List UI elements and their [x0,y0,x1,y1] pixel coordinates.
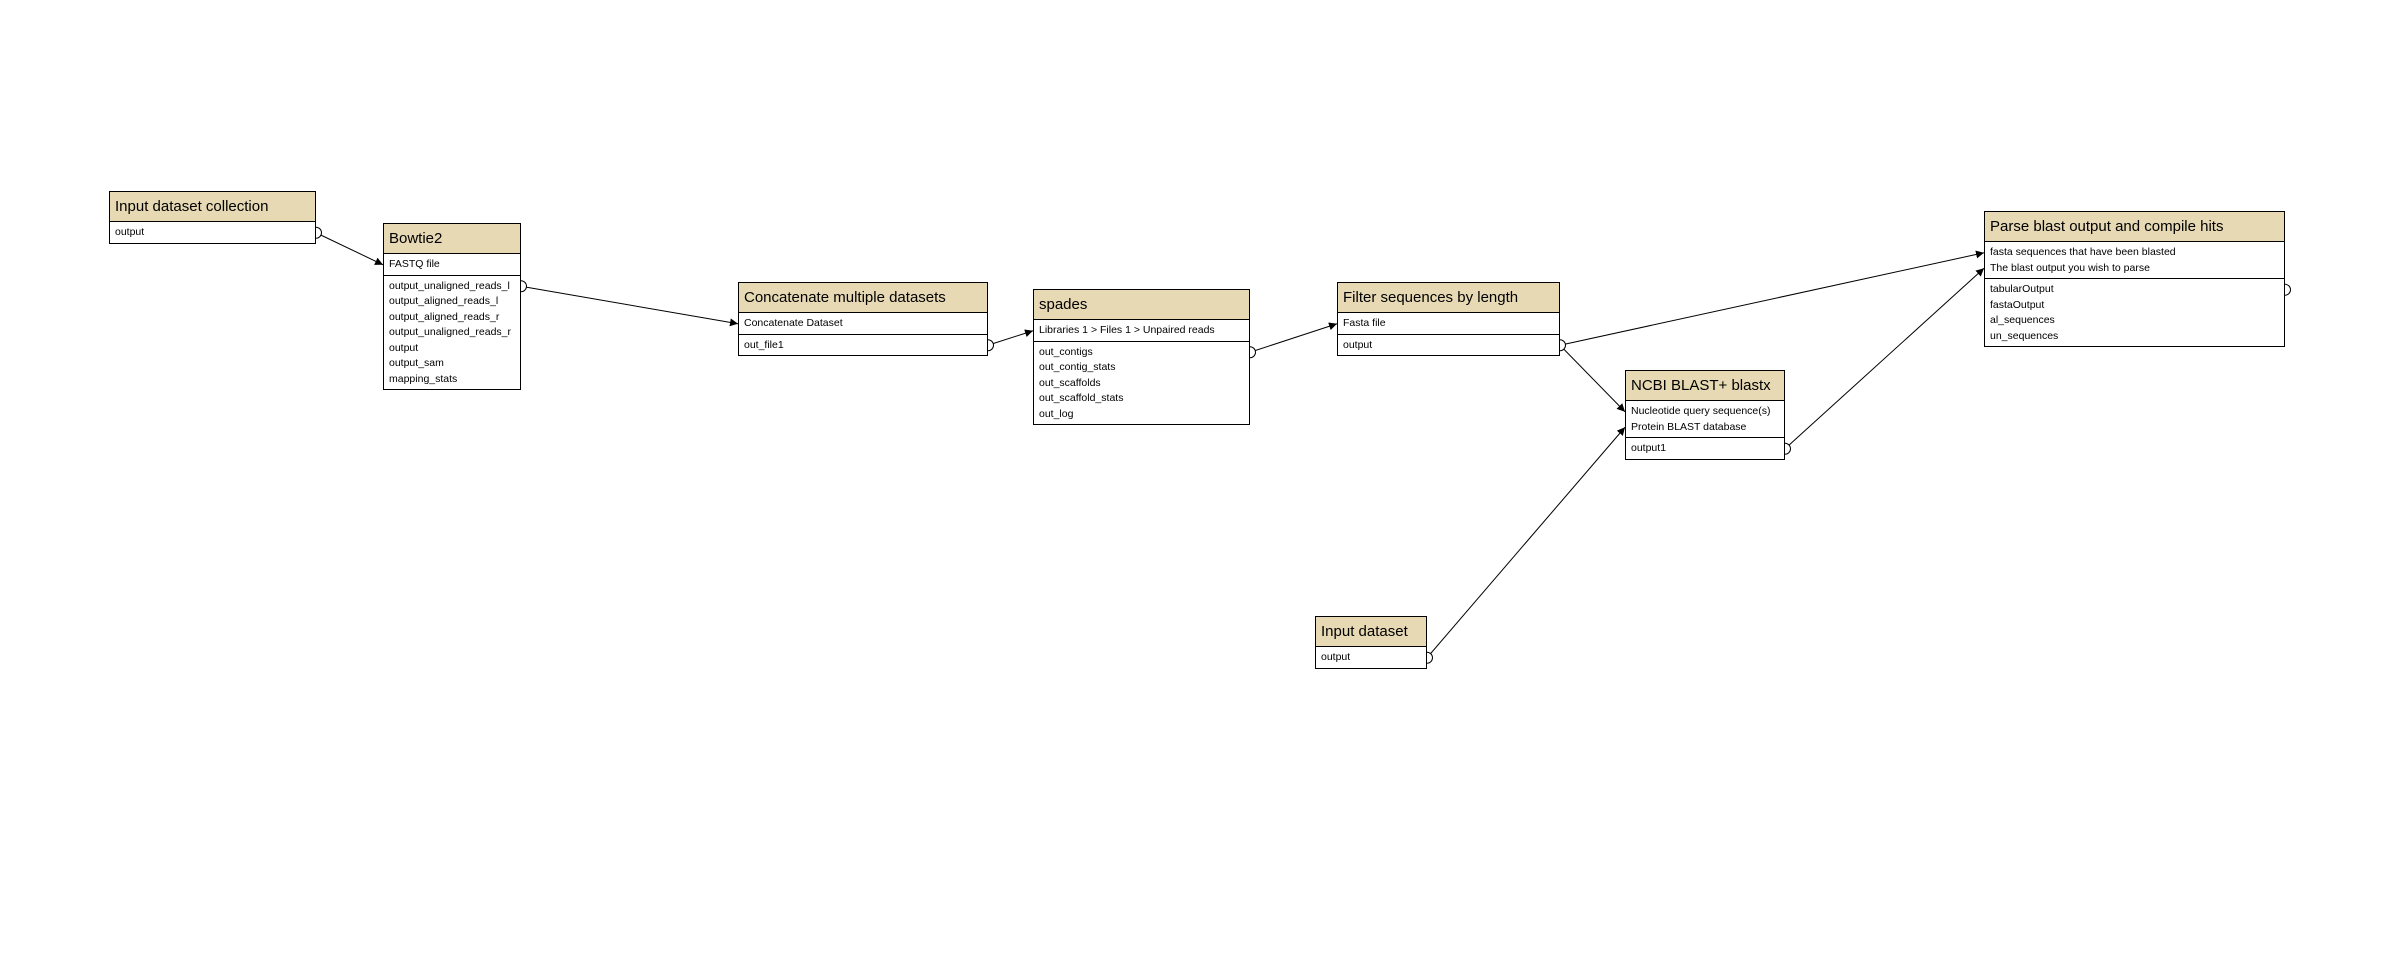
input-terminal-label: FASTQ file [389,258,440,270]
connection-bowtie2-to-concatenate [520,285,739,327]
node-outputs: output [110,222,315,243]
connection-filter-to-blastx [1559,344,1626,413]
node-outputs: output [1338,333,1559,356]
node-title[interactable]: NCBI BLAST+ blastx [1626,371,1784,401]
output-terminal-label: output [1321,651,1351,663]
output-terminal-label: al_sequences [1990,314,2055,326]
connection-concatenate-to-spades [987,329,1034,346]
node-input-collection[interactable]: Input dataset collection output [109,191,316,244]
output-terminal-label: output_unaligned_reads_r [389,326,512,338]
output-terminal-label: output1 [1631,442,1667,454]
output-terminal-label: out_scaffold_stats [1039,392,1124,404]
output-terminal-label: output [389,341,419,354]
node-outputs: tabularOutput fastaOutput al_sequences un_s… [1985,278,2284,346]
output-terminal-label: output [115,226,145,238]
output-terminal-label: output [1343,338,1373,351]
node-input-dataset[interactable]: Input dataset output [1315,616,1427,669]
input-terminal-label: fasta sequences that have been blasted [1990,246,2176,258]
output-terminal-label: output_aligned_reads_r [389,310,500,323]
output-terminal-label: mapping_stats [389,372,458,385]
input-terminal-label: Protein BLAST database [1631,420,1747,433]
input-terminal-label: Concatenate Dataset [744,317,843,329]
node-inputs: Concatenate Dataset [739,313,987,334]
node-inputs: Fasta file [1338,313,1559,334]
connection-spades-to-filter [1249,322,1338,353]
output-terminal-label: out_contigs [1039,345,1093,358]
node-inputs: FASTQ file [384,254,520,275]
node-title[interactable]: spades [1034,290,1249,320]
output-terminal-label: un_sequences [1990,329,2059,342]
connection-blastx-to-parse-blast [1784,267,1985,450]
node-title[interactable]: Concatenate multiple datasets [739,283,987,313]
node-title[interactable]: Parse blast output and compile hits [1985,212,2284,242]
node-title[interactable]: Bowtie2 [384,224,520,254]
output-terminal-label: tabularOutput [1990,283,2054,295]
node-inputs: Nucleotide query sequence(s) Protein BLAS… [1626,401,1784,437]
connection-filter-to-parse-blast [1559,250,1985,346]
node-inputs: Libraries 1 > Files 1 > Unpaired reads [1034,320,1249,341]
connection-input-dataset-to-blastx [1426,426,1626,659]
output-terminal-label: out_scaffolds [1039,376,1101,389]
node-title[interactable]: Input dataset [1316,617,1426,647]
node-outputs: output1 [1626,437,1784,459]
input-terminal-label: The blast output you wish to parse [1990,261,2150,274]
node-outputs: out_contigs out_contig_stats out_scaffolds… [1034,340,1249,425]
output-terminal-label: output_aligned_reads_l [389,295,499,307]
connection-input-collection-to-bowtie2 [315,232,384,266]
output-terminal-label: output_sam [389,357,444,369]
node-outputs: output_unaligned_reads_l output_aligned_r… [384,274,520,390]
output-terminal-label: fastaOutput [1990,298,2045,311]
output-terminal-label: out_file1 [744,338,784,351]
output-terminal-label: out_contig_stats [1039,361,1116,373]
output-terminal-label: output_unaligned_reads_l [389,279,510,292]
node-outputs: output [1316,647,1426,668]
node-outputs: out_file1 [739,333,987,356]
input-terminal-label: Libraries 1 > Files 1 > Unpaired reads [1039,324,1215,336]
input-terminal-label: Nucleotide query sequence(s) [1631,405,1771,417]
node-title[interactable]: Input dataset collection [110,192,315,222]
output-terminal-label: out_log [1039,407,1074,420]
node-title[interactable]: Filter sequences by length [1338,283,1559,313]
input-terminal-label: Fasta file [1343,317,1386,329]
